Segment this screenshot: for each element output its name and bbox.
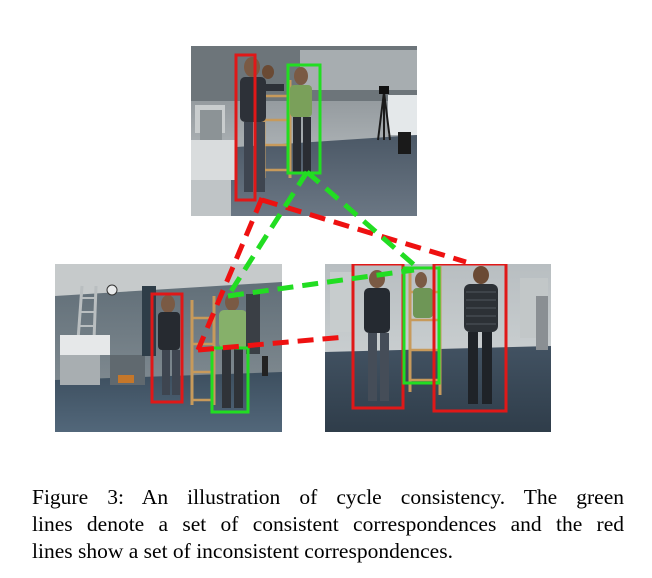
red-line-top-to-left bbox=[195, 197, 265, 351]
cycle-consistency-figure bbox=[55, 46, 551, 432]
bottom-left-photo bbox=[55, 264, 282, 432]
figure-caption: Figure 3: An illustration of cycle consi… bbox=[32, 484, 624, 565]
bottom-right-photo bbox=[325, 264, 551, 432]
green-line-left-to-right bbox=[227, 267, 415, 299]
caption-line-1: Figure 3: An illustration of cycle consi… bbox=[32, 485, 624, 509]
consistent-correspondences bbox=[225, 170, 422, 299]
inconsistent-correspondences bbox=[195, 197, 467, 353]
red-line-top-to-right bbox=[261, 197, 467, 265]
caption-line-2: lines denote a set of consistent corresp… bbox=[32, 512, 624, 536]
caption-line-3: lines show a set of inconsistent corresp… bbox=[32, 539, 453, 563]
top-photo bbox=[191, 46, 417, 216]
